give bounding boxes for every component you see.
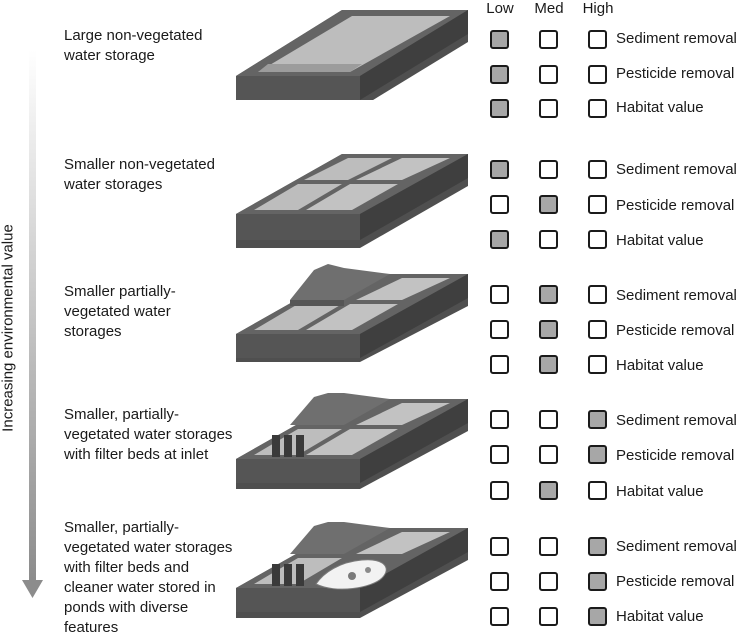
- box-r4-habitat-low: [490, 481, 509, 500]
- header-high: High: [582, 0, 614, 17]
- metric-label: Sediment removal: [616, 30, 737, 47]
- box-r3-habitat-low: [490, 355, 509, 374]
- box-r3-sediment-med: [539, 285, 558, 304]
- box-r3-pesticide-med: [539, 320, 558, 339]
- box-r4-habitat-med: [539, 481, 558, 500]
- box-r5-pesticide-low: [490, 572, 509, 591]
- box-r1-habitat-high: [588, 99, 607, 118]
- metric-label: Habitat value: [616, 232, 704, 249]
- metric-label: Pesticide removal: [616, 65, 735, 82]
- metric-label: Sediment removal: [616, 412, 737, 429]
- metric-label: Sediment removal: [616, 538, 737, 555]
- box-r1-habitat-low: [490, 99, 509, 118]
- box-r3-sediment-low: [490, 285, 509, 304]
- axis-arrow-icon: [22, 50, 43, 598]
- box-r5-habitat-low: [490, 607, 509, 626]
- metric-label: Pesticide removal: [616, 573, 735, 590]
- box-r2-sediment-low: [490, 160, 509, 179]
- tank-illustration-four-cell: [236, 154, 468, 248]
- box-r4-habitat-high: [588, 481, 607, 500]
- box-r3-pesticide-high: [588, 320, 607, 339]
- box-r4-sediment-med: [539, 410, 558, 429]
- tank-illustration-ponds: [236, 522, 468, 618]
- header-low: Low: [486, 0, 514, 17]
- box-r2-pesticide-low: [490, 195, 509, 214]
- box-r3-pesticide-low: [490, 320, 509, 339]
- box-r5-sediment-low: [490, 537, 509, 556]
- box-r3-sediment-high: [588, 285, 607, 304]
- box-r2-pesticide-med: [539, 195, 558, 214]
- metric-label: Pesticide removal: [616, 322, 735, 339]
- box-r5-sediment-high: [588, 537, 607, 556]
- metric-label: Habitat value: [616, 483, 704, 500]
- box-r1-sediment-med: [539, 30, 558, 49]
- axis-label: Increasing environmental value: [0, 224, 17, 432]
- box-r4-pesticide-med: [539, 445, 558, 464]
- tank-illustration-filter-beds: [236, 393, 468, 489]
- metric-label: Habitat value: [616, 608, 704, 625]
- row-label-2: Smaller non-vegetated water storages: [64, 156, 215, 193]
- box-r3-habitat-high: [588, 355, 607, 374]
- box-r2-habitat-med: [539, 230, 558, 249]
- environmental-value-axis: [0, 50, 54, 610]
- row-label-5: Smaller, partially-vegetated water stora…: [64, 519, 233, 636]
- metric-label: Habitat value: [616, 99, 704, 116]
- row-label-3: Smaller partially-vegetated water storag…: [64, 283, 176, 340]
- box-r1-pesticide-high: [588, 65, 607, 84]
- box-r2-sediment-med: [539, 160, 558, 179]
- tank-illustration-large: [236, 10, 468, 100]
- box-r2-habitat-high: [588, 230, 607, 249]
- box-r5-habitat-high: [588, 607, 607, 626]
- box-r2-habitat-low: [490, 230, 509, 249]
- box-r4-sediment-low: [490, 410, 509, 429]
- metric-label: Habitat value: [616, 357, 704, 374]
- box-r4-pesticide-high: [588, 445, 607, 464]
- box-r2-sediment-high: [588, 160, 607, 179]
- box-r5-sediment-med: [539, 537, 558, 556]
- box-r2-pesticide-high: [588, 195, 607, 214]
- metric-label: Pesticide removal: [616, 447, 735, 464]
- box-r4-pesticide-low: [490, 445, 509, 464]
- box-r3-habitat-med: [539, 355, 558, 374]
- box-r1-habitat-med: [539, 99, 558, 118]
- box-r5-habitat-med: [539, 607, 558, 626]
- metric-label: Sediment removal: [616, 287, 737, 304]
- box-r1-pesticide-low: [490, 65, 509, 84]
- row-label-1: Large non-vegetated water storage: [64, 27, 203, 64]
- metric-label: Pesticide removal: [616, 197, 735, 214]
- tank-illustration-vegetated: [236, 264, 468, 362]
- box-r1-sediment-low: [490, 30, 509, 49]
- box-r5-pesticide-high: [588, 572, 607, 591]
- box-r4-sediment-high: [588, 410, 607, 429]
- header-med: Med: [534, 0, 564, 17]
- box-r1-pesticide-med: [539, 65, 558, 84]
- box-r1-sediment-high: [588, 30, 607, 49]
- row-label-4: Smaller, partially-vegetated water stora…: [64, 406, 233, 463]
- box-r5-pesticide-med: [539, 572, 558, 591]
- metric-label: Sediment removal: [616, 161, 737, 178]
